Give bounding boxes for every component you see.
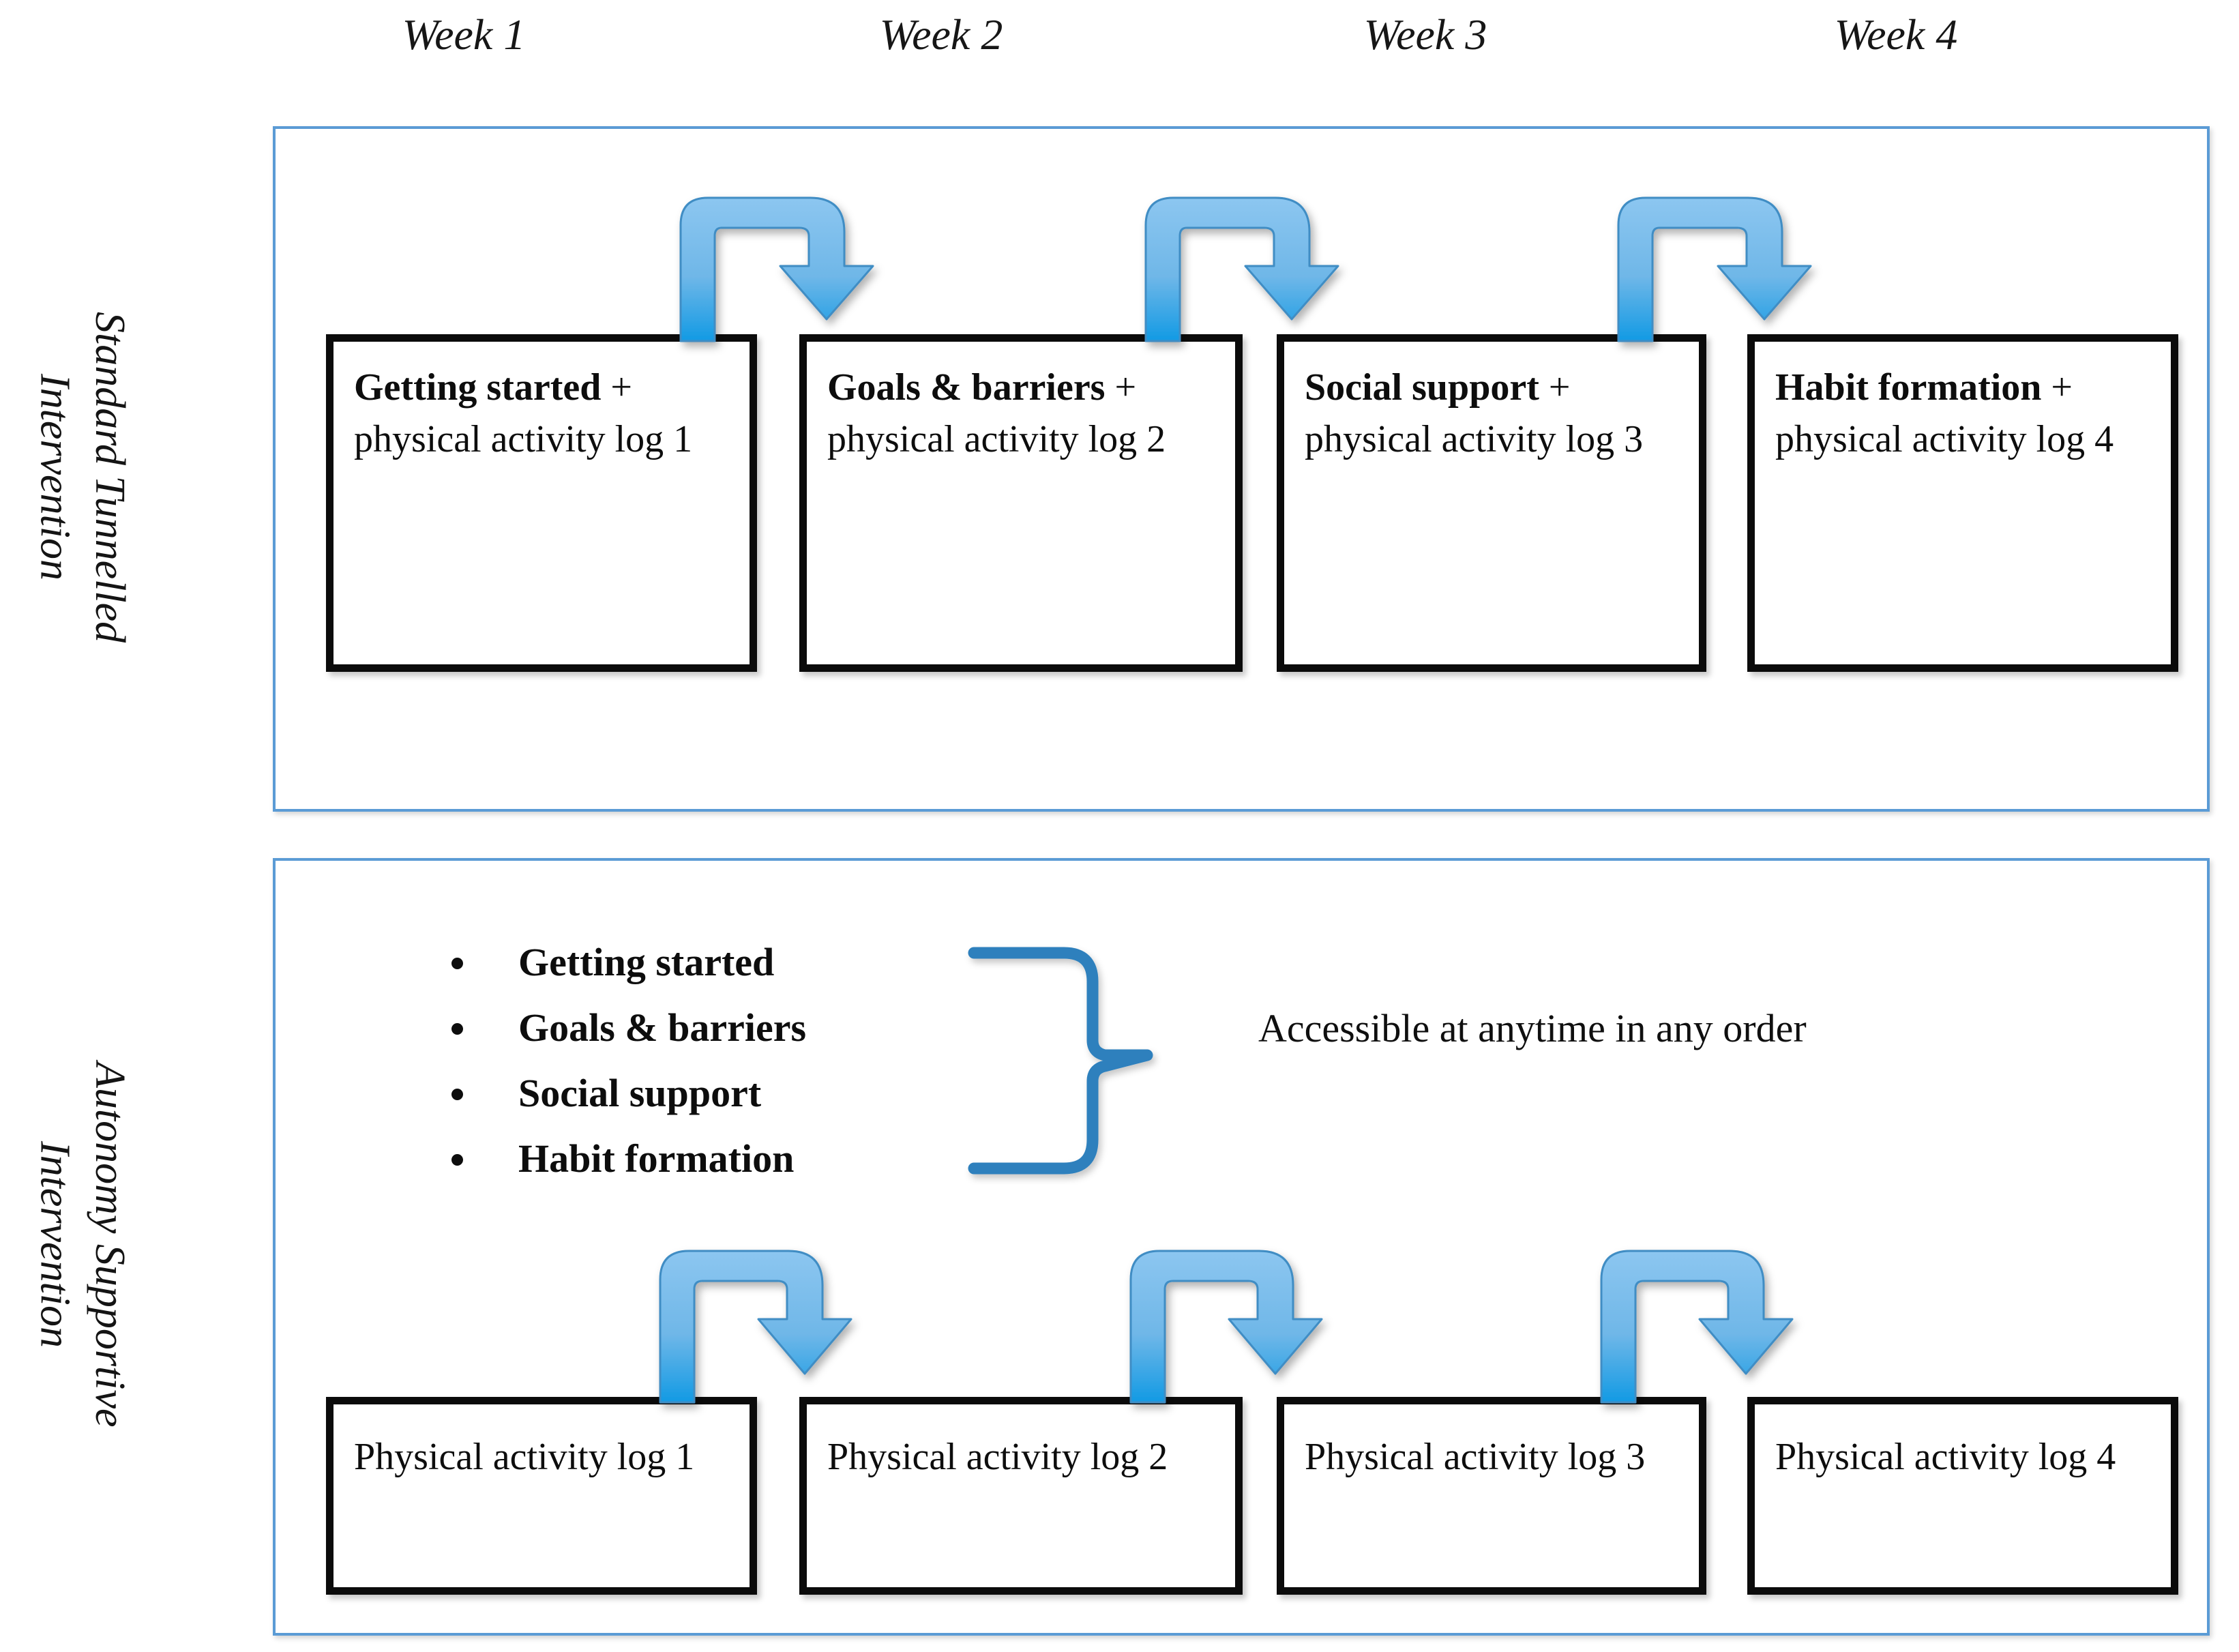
module-box-title-2: Goals & barriers bbox=[827, 366, 1106, 409]
module-box-body-3: + physical activity log 3 bbox=[1305, 366, 1644, 460]
module-box-week-2[interactable]: Goals & barriers + physical activity log… bbox=[799, 334, 1243, 672]
module-box-body-1: physical activity log 1 bbox=[354, 417, 693, 460]
bullet-dot-icon bbox=[451, 1154, 463, 1166]
log-box-week-1[interactable]: Physical activity log 1 bbox=[326, 1397, 757, 1595]
module-box-body-2: physical activity log 2 bbox=[827, 417, 1166, 460]
module-box-week-3[interactable]: Social support + physical activity log 3 bbox=[1277, 334, 1706, 672]
week-label-3: Week 3 bbox=[1363, 10, 1487, 59]
module-name-2: Goals & barriers bbox=[518, 1005, 807, 1050]
annotation-accessible-anytime: Accessible at anytime in any order bbox=[1258, 1006, 1807, 1050]
module-box-suffix-2: + bbox=[1105, 366, 1137, 409]
module-name-4: Habit formation bbox=[518, 1136, 795, 1181]
module-box-suffix-1: + bbox=[601, 366, 632, 409]
bullet-dot-icon bbox=[451, 1023, 463, 1035]
module-box-title-4: Habit formation bbox=[1775, 366, 2042, 409]
list-item[interactable]: Goals & barriers bbox=[436, 1008, 982, 1048]
module-name-3: Social support bbox=[518, 1071, 762, 1115]
week-header-row: Week 1 Week 2 Week 3 Week 4 bbox=[0, 0, 2239, 102]
module-name-1: Getting started bbox=[518, 940, 775, 984]
bullet-dot-icon bbox=[451, 1089, 463, 1100]
side-label-standard-tunnelled-intervention: Standard Tunnelled Intervention bbox=[31, 312, 134, 643]
week-label-4: Week 4 bbox=[1834, 10, 1958, 59]
module-box-title-1: Getting started bbox=[354, 366, 602, 409]
side-label-autonomy-supportive-intervention: Autonomy Supportive Intervention bbox=[31, 1062, 134, 1428]
list-item[interactable]: Habit formation bbox=[436, 1139, 982, 1179]
log-box-week-2[interactable]: Physical activity log 2 bbox=[799, 1397, 1243, 1595]
list-item[interactable]: Social support bbox=[436, 1074, 982, 1113]
week-label-1: Week 1 bbox=[402, 10, 526, 59]
module-box-body-4: physical activity log 4 bbox=[1775, 417, 2114, 460]
module-box-suffix-4: + bbox=[2041, 366, 2073, 409]
log-box-week-3[interactable]: Physical activity log 3 bbox=[1277, 1397, 1706, 1595]
module-box-week-4[interactable]: Habit formation + physical activity log … bbox=[1747, 334, 2178, 672]
module-box-title-3: Social support bbox=[1305, 366, 1539, 409]
log-box-week-4[interactable]: Physical activity log 4 bbox=[1747, 1397, 2178, 1595]
bullet-dot-icon bbox=[451, 958, 463, 969]
module-box-week-1[interactable]: Getting started + physical activity log … bbox=[326, 334, 757, 672]
module-bullet-list: Getting started Goals & barriers Social … bbox=[436, 943, 982, 1205]
list-item[interactable]: Getting started bbox=[436, 943, 982, 982]
week-label-2: Week 2 bbox=[879, 10, 1003, 59]
